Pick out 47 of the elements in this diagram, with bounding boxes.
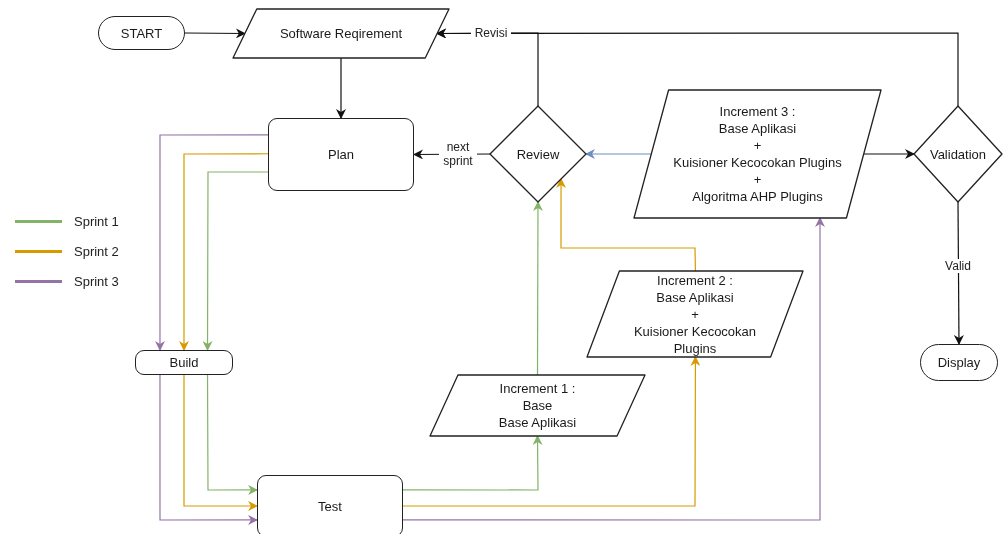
- node-label: +: [691, 305, 699, 323]
- process-box: [257, 475, 403, 534]
- node-label: +: [753, 137, 762, 154]
- node-label: Kuisioner Kecocokan Plugins: [632, 322, 758, 357]
- terminal-shape: [920, 344, 998, 381]
- arrow: [532, 201, 543, 376]
- edge-label: next sprint: [439, 140, 477, 168]
- node-label: Increment 1 :: [499, 380, 576, 397]
- node-label: Algoritma AHP Plugins: [692, 188, 823, 205]
- arrow: [556, 177, 697, 272]
- arrow: [159, 374, 258, 525]
- node-label: START: [120, 24, 163, 42]
- arrow: [402, 356, 701, 507]
- arrow: [953, 201, 964, 345]
- node-label: Validation: [929, 145, 987, 163]
- arrow: [183, 374, 258, 511]
- arrow: [402, 217, 825, 521]
- node-label: Increment 3 :: [719, 103, 796, 120]
- arrow: [863, 149, 915, 159]
- node-label: Review: [516, 145, 560, 163]
- node-label: Increment 2 :: [657, 271, 733, 289]
- node-label: Base Aplikasi: [498, 414, 577, 431]
- node-label: Base Aplikasi: [656, 288, 734, 306]
- edge-label: Revisi: [471, 26, 511, 40]
- arrow: [336, 57, 346, 119]
- legend-label: Sprint 3: [74, 274, 119, 289]
- arrow: [206, 374, 258, 495]
- process-box: [135, 350, 233, 375]
- node-label: Base Aplikasi: [718, 120, 797, 137]
- terminal-shape: [98, 16, 185, 50]
- node-label: Kuisioner Kecocokan Plugins: [673, 154, 842, 171]
- arrow: [585, 149, 652, 159]
- node-label: Display: [937, 354, 981, 371]
- node-label: Plan: [328, 146, 354, 163]
- node-label: Base: [522, 397, 553, 414]
- legend-label: Sprint 1: [74, 214, 119, 229]
- arrow: [202, 171, 269, 351]
- process-box: [268, 118, 414, 191]
- node-label: Software Reqirement: [279, 25, 403, 42]
- arrow: [155, 134, 269, 351]
- arrow: [184, 28, 246, 39]
- node-label: +: [753, 171, 762, 188]
- arrow: [402, 435, 543, 491]
- arrow: [179, 153, 269, 351]
- node-label: Test: [318, 497, 342, 515]
- node-label: Build: [169, 354, 199, 371]
- legend-label: Sprint 2: [74, 244, 119, 259]
